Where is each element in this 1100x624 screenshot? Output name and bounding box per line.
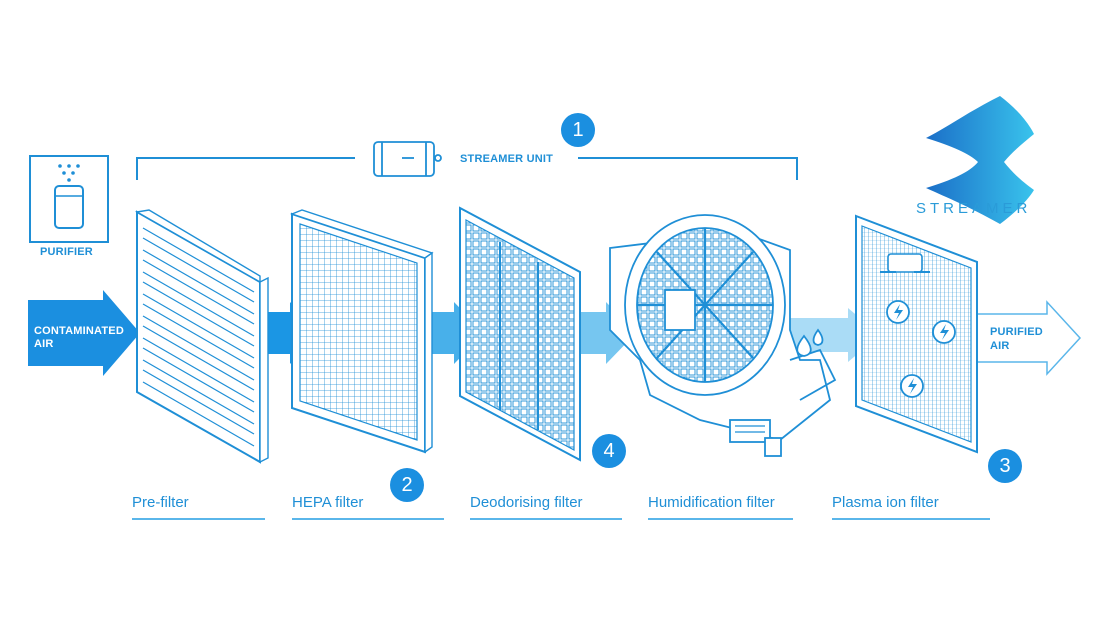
contaminated-air-label-line2: AIR (34, 338, 54, 350)
filter-label-hepa-filter: HEPA filter (292, 494, 364, 511)
brand-name: STREAMER (916, 200, 1032, 217)
filter-underline-pre-filter (132, 518, 265, 520)
filter-underline-deodorising-filter (470, 518, 622, 520)
badge-1: 1 (561, 113, 595, 147)
contaminated-air-arrow (28, 290, 140, 376)
filter-underline-hepa-filter (292, 518, 444, 520)
flow-arrow-3 (580, 302, 636, 364)
badge-4: 4 (592, 434, 626, 468)
filter-underline-plasma-ion-filter (832, 518, 990, 520)
purifier-icon (29, 155, 109, 243)
pre-filter-icon (134, 209, 269, 464)
streamer-bracket (136, 157, 798, 180)
plasma-ion-filter-icon (855, 214, 978, 454)
plasma-device-icon (880, 253, 930, 273)
humidification-filter-icon (609, 214, 837, 457)
streamer-unit-label: STREAMER UNIT (460, 153, 554, 165)
streamer-unit-icon (373, 141, 442, 177)
filter-label-humidification-filter: Humidification filter (648, 494, 775, 511)
deodorising-filter-icon (459, 206, 581, 462)
purified-air-label-line2: AIR (990, 340, 1010, 352)
hepa-filter-icon (289, 209, 434, 454)
badge-3: 3 (988, 449, 1022, 483)
filter-label-deodorising-filter: Deodorising filter (470, 494, 583, 511)
contaminated-air-label-line1: CONTAMINATED (34, 325, 124, 337)
streamer-logo (926, 96, 1034, 224)
filter-label-plasma-ion-filter: Plasma ion filter (832, 494, 939, 511)
filter-underline-humidification-filter (648, 518, 793, 520)
purified-air-arrow (974, 300, 1082, 376)
purifier-label: PURIFIER (40, 246, 93, 258)
filter-label-pre-filter: Pre-filter (132, 494, 189, 511)
flow-arrow-2 (430, 302, 484, 364)
badge-2: 2 (390, 468, 424, 502)
purified-air-label-line1: PURIFIED (990, 326, 1043, 338)
plasma-ion-bolt-icon (886, 300, 956, 398)
